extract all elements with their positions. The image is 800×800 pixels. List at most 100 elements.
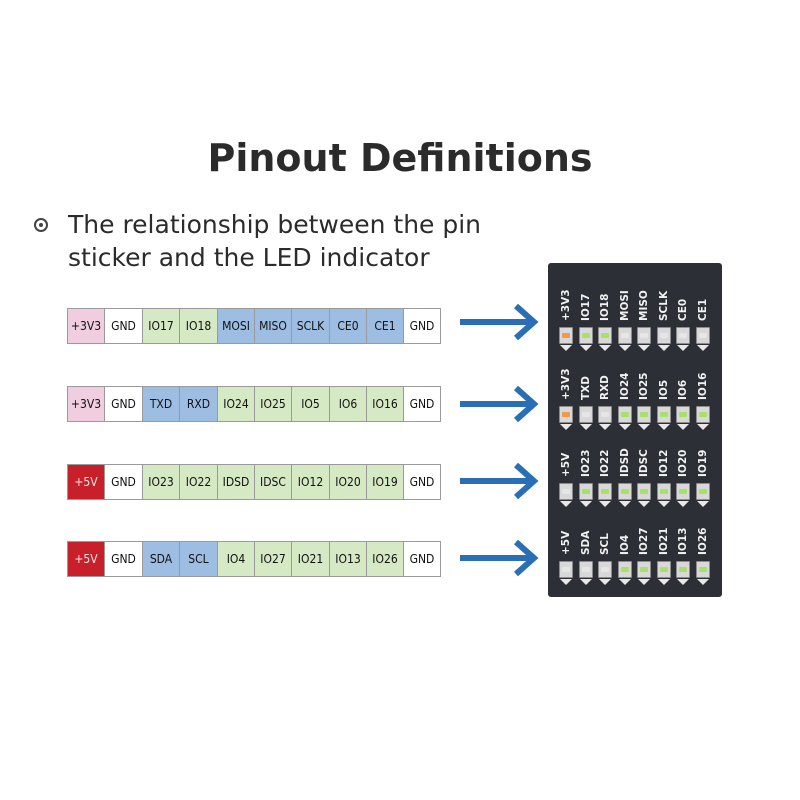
board-pin-label: IO22 (599, 449, 611, 477)
board-pin: IO12 (654, 433, 674, 511)
led-indicator (656, 406, 671, 423)
triangle-marker-icon (638, 424, 650, 430)
board-pin-label: RXD (599, 375, 611, 400)
led-indicator (578, 561, 593, 578)
led-indicator (695, 406, 710, 423)
triangle-marker-icon (599, 501, 611, 507)
led-indicator (598, 406, 612, 423)
triangle-marker-icon (618, 424, 631, 430)
led-indicator (559, 483, 573, 500)
pin-label: MISO (255, 309, 292, 343)
board-pin: IO18 (595, 277, 615, 355)
pin-label: GND (404, 465, 440, 499)
pin-label: +3V3 (68, 387, 105, 421)
led-indicator (598, 327, 612, 344)
triangle-marker-icon (599, 345, 611, 351)
pin-label: IO20 (330, 465, 367, 499)
led-indicator (676, 406, 690, 423)
board-pin-label: IO12 (657, 449, 670, 477)
led-indicator (617, 327, 632, 344)
led-indicator (578, 406, 593, 423)
pin-label: SDA (143, 542, 180, 576)
triangle-marker-icon (560, 579, 572, 585)
board-pin-label: MOSI (618, 290, 631, 321)
board-pin: IDSD (615, 433, 635, 511)
board-pin: IO26 (693, 511, 713, 589)
board-pin: IO27 (634, 511, 654, 589)
pin-label: IO25 (255, 387, 292, 421)
triangle-marker-icon (677, 345, 689, 351)
board-pin-label: CE0 (677, 298, 689, 321)
pin-label: GND (105, 542, 143, 576)
pin-label: IO4 (218, 542, 255, 576)
pin-label: CE1 (367, 309, 404, 343)
pin-label: IO21 (292, 542, 330, 576)
board-pin: IO21 (654, 511, 674, 589)
led-indicator (617, 561, 632, 578)
pin-label: IO18 (180, 309, 218, 343)
led-indicator (578, 483, 593, 500)
pin-label: IDSC (255, 465, 292, 499)
board-pin-label: +5V (560, 452, 572, 477)
board-pin: IO20 (673, 433, 693, 511)
board-pin-label: IO17 (579, 293, 592, 321)
led-indicator (637, 483, 651, 500)
led-indicator (695, 483, 710, 500)
triangle-marker-icon (638, 579, 650, 585)
led-indicator (598, 561, 612, 578)
triangle-marker-icon (657, 579, 670, 585)
triangle-marker-icon (618, 345, 631, 351)
triangle-marker-icon (657, 424, 670, 430)
triangle-marker-icon (677, 579, 689, 585)
pin-label: +5V (68, 465, 105, 499)
triangle-marker-icon (696, 424, 709, 430)
board-pin-label: IDSC (638, 449, 650, 477)
triangle-marker-icon (618, 579, 631, 585)
pin-label: IO17 (143, 309, 180, 343)
board-pin-label: TXD (579, 376, 592, 400)
board-pin: IO16 (693, 356, 713, 434)
board-pin-label: CE1 (696, 298, 709, 321)
board-pin: MOSI (615, 277, 635, 355)
led-indicator (637, 327, 651, 344)
led-indicator (656, 561, 671, 578)
page-title: Pinout Definitions (207, 136, 593, 180)
pin-label: IO12 (292, 465, 330, 499)
led-indicator (676, 561, 690, 578)
right-arrow-icon (460, 385, 539, 423)
board-pin-label: SCLK (657, 290, 670, 321)
board-pin-label: IO19 (696, 449, 709, 477)
bullet-text: The relationship between the pin sticker… (68, 210, 482, 272)
board-pin-label: IO4 (618, 534, 631, 555)
board-pin: IO5 (654, 356, 674, 434)
board-pin: IO25 (634, 356, 654, 434)
board-pin: SCLK (654, 277, 674, 355)
pin-label: IO5 (292, 387, 330, 421)
board-pin-label: IO24 (618, 372, 631, 400)
led-indicator (656, 327, 671, 344)
pin-label: GND (105, 387, 143, 421)
board-pin-label: IO5 (657, 379, 670, 400)
board-pin-label: MISO (638, 290, 650, 321)
board-pin-label: IO25 (638, 372, 650, 400)
board-pin: IO22 (595, 433, 615, 511)
board-pin-label: IO27 (638, 527, 650, 555)
board-pin: +5V (556, 433, 576, 511)
triangle-marker-icon (579, 424, 592, 430)
pin-label: GND (404, 309, 440, 343)
board-pin: RXD (595, 356, 615, 434)
board-pin: IO13 (673, 511, 693, 589)
board-pin-label: SDA (579, 530, 592, 555)
right-arrow-icon (460, 539, 539, 577)
pin-label: IO27 (255, 542, 292, 576)
pin-label: +5V (68, 542, 105, 576)
pin-label: GND (105, 309, 143, 343)
